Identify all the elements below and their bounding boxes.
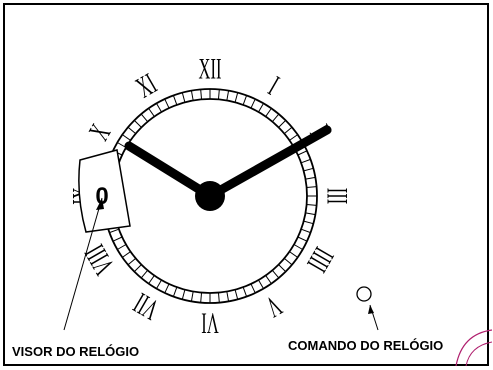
minute-tick (293, 244, 303, 250)
minute-tick (297, 236, 308, 242)
minute-tick (258, 279, 264, 289)
minute-tick (265, 275, 272, 284)
minute-tick (278, 264, 287, 273)
minute-tick (297, 150, 308, 156)
minute-tick (271, 269, 280, 279)
minute-hand (205, 125, 332, 201)
minute-tick (226, 90, 230, 101)
minute-tick (250, 283, 256, 294)
minute-tick (148, 275, 155, 284)
minute-tick (190, 90, 194, 101)
numeral-iiii: IIII (300, 242, 340, 278)
numeral-i: I (263, 70, 284, 102)
minute-tick (156, 103, 162, 113)
numeral-x: X (83, 119, 118, 146)
minute-tick (200, 89, 203, 100)
minute-tick (190, 291, 194, 302)
minute-tick (122, 134, 131, 141)
minute-tick (117, 244, 127, 250)
minute-tick (133, 264, 142, 273)
minute-tick (226, 291, 230, 302)
minute-tick (127, 257, 137, 266)
minute-tick (172, 286, 178, 297)
minute-tick (140, 113, 149, 123)
numeral-xi: XI (131, 67, 163, 105)
minute-tick (181, 92, 186, 103)
minute-tick (271, 113, 280, 123)
minute-tick (305, 212, 316, 216)
minute-tick (283, 126, 293, 135)
minute-tick (278, 119, 287, 128)
minute-tick (234, 92, 239, 103)
comando-label: COMANDO DO RELÓGIO (288, 338, 444, 353)
minute-tick (306, 186, 317, 189)
visor-arrowhead (96, 198, 104, 210)
minute-tick (289, 251, 298, 258)
clock-display-window (78, 149, 131, 233)
minute-tick (305, 176, 316, 180)
display-value: 0 (95, 183, 108, 210)
numeral-vii: VII (128, 286, 165, 326)
visor-leader-line (63, 197, 103, 331)
minute-tick (140, 269, 149, 279)
hour-hand (124, 141, 215, 201)
minute-tick (303, 220, 314, 225)
minute-tick (242, 286, 248, 297)
minute-tick (122, 251, 131, 258)
minute-tick (303, 167, 314, 172)
minute-tick (156, 279, 162, 289)
minute-tick (300, 158, 311, 164)
minute-tick (164, 98, 170, 109)
minute-tick (258, 103, 264, 113)
corner-mark (455, 329, 493, 367)
minute-tick (127, 126, 137, 135)
minute-tick (200, 292, 203, 303)
minute-tick (112, 236, 123, 242)
corner-mark-inner (465, 341, 493, 367)
minute-tick (133, 119, 142, 128)
minute-tick (250, 98, 256, 109)
minute-tick (148, 108, 155, 117)
minute-tick (109, 228, 120, 234)
numeral-iii: III (320, 188, 353, 204)
hand-pivot (195, 181, 225, 211)
minute-tick (289, 134, 298, 141)
minute-tick (181, 289, 186, 300)
minute-tick (265, 108, 272, 117)
minute-tick (217, 89, 220, 100)
visor-label: VISOR DO RELÓGIO (12, 344, 140, 359)
comando-arrowhead (368, 305, 374, 314)
minute-tick (306, 203, 317, 206)
clock-command-button[interactable] (356, 286, 372, 302)
minute-tick (217, 292, 220, 303)
numeral-vi: VI (201, 306, 218, 339)
numeral-xii: XII (199, 52, 222, 85)
minute-tick (234, 289, 239, 300)
minute-tick (164, 283, 170, 294)
minute-tick (283, 257, 293, 266)
minute-tick (300, 228, 311, 234)
minute-tick (172, 95, 178, 106)
numeral-v: V (260, 289, 287, 324)
minute-tick (242, 95, 248, 106)
